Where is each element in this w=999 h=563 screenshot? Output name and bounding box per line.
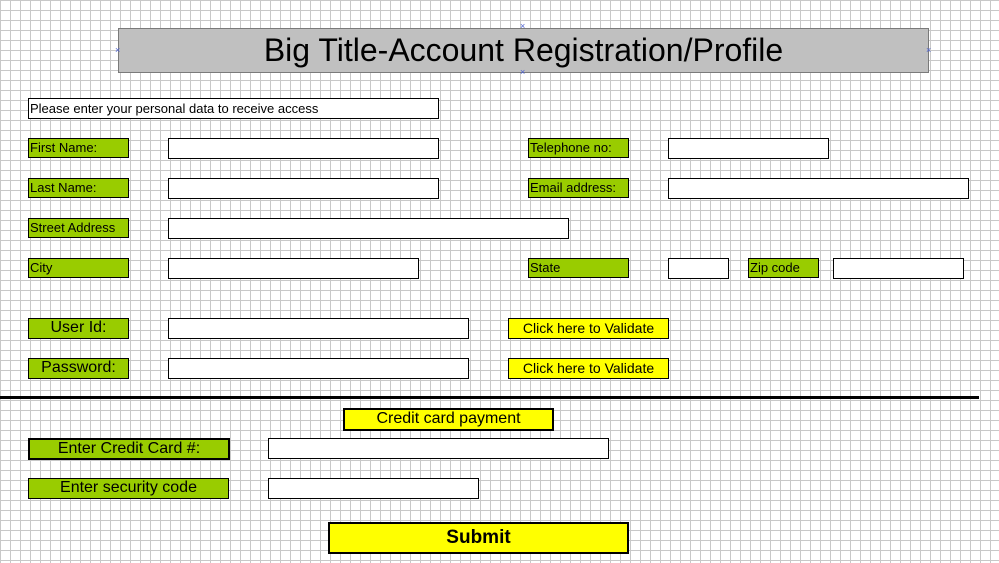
password-field[interactable] [168,358,469,379]
telephone-field[interactable] [668,138,829,159]
email-label: Email address: [528,178,629,198]
user-id-label: User Id: [28,318,129,339]
credit-card-field[interactable] [268,438,609,459]
security-code-label: Enter security code [28,478,229,499]
last-name-label: Last Name: [28,178,129,198]
state-label: State [528,258,629,278]
first-name-field[interactable] [168,138,439,159]
password-label: Password: [28,358,129,379]
submit-button[interactable]: Submit [328,522,629,554]
page-title: Big Title-Account Registration/Profile [118,28,929,73]
street-address-field[interactable] [168,218,569,239]
street-address-label: Street Address [28,218,129,238]
zip-code-label: Zip code [748,258,819,278]
city-field[interactable] [168,258,419,279]
validate-user-id-button[interactable]: Click here to Validate [508,318,669,339]
zip-code-field[interactable] [833,258,964,279]
city-label: City [28,258,129,278]
last-name-field[interactable] [168,178,439,199]
section-divider [0,396,979,399]
selection-handle: × [115,45,121,55]
selection-handle: × [520,21,526,31]
first-name-label: First Name: [28,138,129,158]
user-id-field[interactable] [168,318,469,339]
state-field[interactable] [668,258,729,279]
email-field[interactable] [668,178,969,199]
security-code-field[interactable] [268,478,479,499]
selection-handle: × [520,67,526,77]
credit-card-payment-heading: Credit card payment [343,408,554,431]
instructions-text: Please enter your personal data to recei… [28,98,439,119]
telephone-label: Telephone no: [528,138,629,158]
validate-password-button[interactable]: Click here to Validate [508,358,669,379]
selection-handle: × [926,45,932,55]
credit-card-label: Enter Credit Card #: [28,438,230,460]
